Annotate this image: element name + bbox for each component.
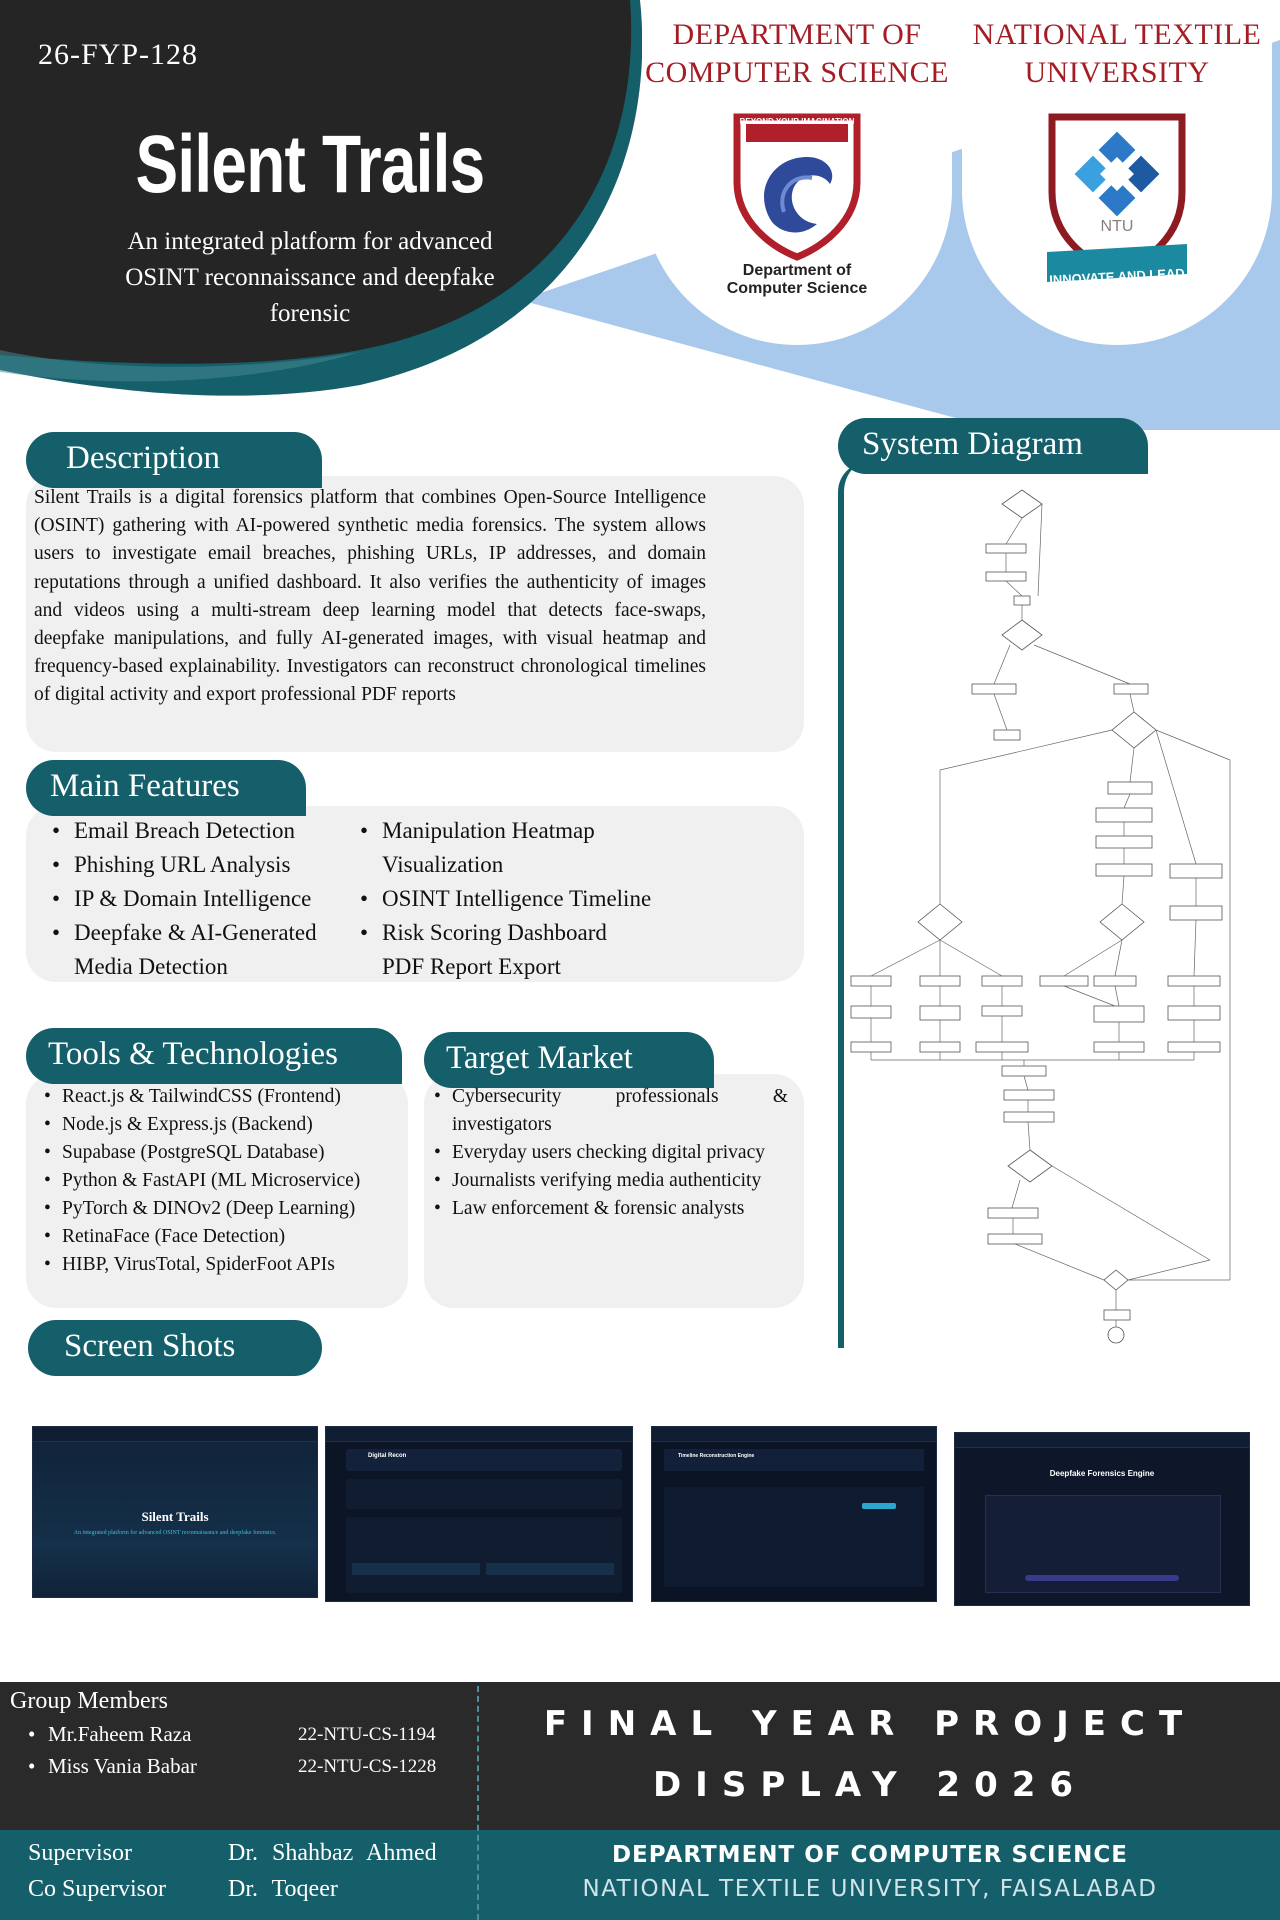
member-id: 22-NTU-CS-1194: [298, 1724, 436, 1745]
screenshot-row: [486, 1563, 614, 1575]
department-banner-text: BEYOND YOUR IMAGINATION: [739, 117, 855, 126]
description-heading: Description: [26, 432, 322, 488]
department-shield-icon: [733, 113, 861, 261]
project-code: 26-FYP-128: [38, 38, 199, 71]
screenshot-deepfake: Deepfake Forensics Engine: [954, 1432, 1250, 1606]
market-item: Journalists verifying media authenticity: [434, 1167, 788, 1195]
tool-item: Python & FastAPI (ML Microservice): [44, 1167, 404, 1195]
university-abbr: NTU: [1100, 218, 1134, 235]
supervisor-name: Dr. Shahbaz Ahmed: [228, 1840, 437, 1866]
diagram-panel: [838, 462, 1280, 1348]
footer-top-band: [0, 1682, 1280, 1830]
screenshot-home-subtitle: An integrated platform for advanced OSIN…: [73, 1530, 277, 1536]
poster-title: Silent Trails: [135, 119, 486, 210]
features-heading: Main Features: [26, 760, 306, 816]
market-item: Cybersecurity professionals & investigat…: [434, 1083, 788, 1139]
market-list: Cybersecurity professionals & investigat…: [434, 1083, 788, 1223]
university-shield-icon: [1047, 113, 1187, 282]
tool-item: HIBP, VirusTotal, SpiderFoot APIs: [44, 1251, 404, 1279]
feature-item: Phishing URL Analysis: [52, 848, 352, 882]
feature-item: Manipulation Heatmap Visualization: [360, 814, 700, 882]
footer-university: NATIONAL TEXTILE UNIVERSITY, FAISALABAD: [582, 1876, 1158, 1902]
tools-heading: Tools & Technologies: [26, 1028, 402, 1084]
university-heading: NATIONAL TEXTILE UNIVERSITY: [972, 18, 1262, 89]
screenshot-button: [1025, 1575, 1179, 1581]
description-panel: [26, 476, 804, 752]
features-list-left: Email Breach Detection Phishing URL Anal…: [52, 814, 352, 984]
screenshot-timeline-title: Timeline Reconstruction Engine: [678, 1453, 755, 1459]
tool-item: React.js & TailwindCSS (Frontend): [44, 1083, 404, 1111]
supervisor-label: Supervisor: [28, 1840, 132, 1866]
footer-bottom-band: [0, 1830, 1280, 1920]
poster-subtitle: An integrated platform for advanced OSIN…: [125, 228, 495, 327]
member-bullet: •: [28, 1754, 36, 1778]
member-name: Mr.Faheem Raza: [48, 1722, 192, 1746]
tool-item: Node.js & Express.js (Backend): [44, 1111, 404, 1139]
screenshot-nav-bar: [955, 1433, 1249, 1448]
department-heading: DEPARTMENT OF COMPUTER SCIENCE: [645, 18, 949, 89]
screenshot-nav-bar: [33, 1427, 317, 1442]
member-id: 22-NTU-CS-1228: [298, 1756, 437, 1777]
screenshot-recon-title: Digital Recon: [368, 1453, 407, 1459]
screenshot-home: Silent Trails An integrated platform for…: [32, 1426, 318, 1598]
market-item: Everyday users checking digital privacy: [434, 1139, 788, 1167]
diagram-heading: System Diagram: [838, 418, 1148, 474]
department-caption-line-2: Computer Science: [726, 280, 868, 297]
university-logo-card: NATIONAL TEXTILE UNIVERSITY NTU INNOVATE…: [962, 0, 1272, 345]
screenshot-card: [346, 1449, 622, 1471]
fyp-line-1: FINAL YEAR PROJECT: [543, 1704, 1197, 1744]
members-heading: Group Members: [10, 1688, 168, 1714]
screenshot-home-title: Silent Trails: [141, 1509, 209, 1524]
screenshot-card: [346, 1517, 622, 1593]
footer-divider: [477, 1686, 479, 1920]
fyp-line-2: DISPLAY 2026: [652, 1765, 1088, 1805]
tools-list: React.js & TailwindCSS (Frontend) Node.j…: [44, 1083, 404, 1279]
system-flowchart: [850, 489, 1231, 1344]
screenshot-card: [346, 1479, 622, 1509]
member-bullet: •: [28, 1722, 36, 1746]
screenshot-nav-bar: [326, 1427, 632, 1442]
co-supervisor-label: Co Supervisor: [28, 1876, 166, 1902]
market-heading: Target Market: [424, 1032, 714, 1088]
member-name: Miss Vania Babar: [48, 1754, 197, 1778]
department-caption-line-1: Department of: [742, 262, 852, 279]
department-logo-card: DEPARTMENT OF COMPUTER SCIENCE BEYOND YO…: [642, 0, 952, 345]
screenshot-timeline: Timeline Reconstruction Engine: [651, 1426, 937, 1602]
tool-item: Supabase (PostgreSQL Database): [44, 1139, 404, 1167]
features-list-right: Manipulation Heatmap Visualization OSINT…: [360, 814, 700, 950]
co-supervisor-name: Dr. Toqeer: [228, 1876, 338, 1902]
screenshot-deepfake-title: Deepfake Forensics Engine: [1049, 1469, 1155, 1478]
feature-item: Risk Scoring Dashboard: [360, 916, 700, 950]
feature-item: OSINT Intelligence Timeline: [360, 882, 700, 916]
feature-item: Deepfake & AI-Generated Media Detection: [52, 916, 352, 984]
feature-item: Email Breach Detection: [52, 814, 352, 848]
screenshots-heading: Screen Shots: [28, 1320, 322, 1376]
feature-item: IP & Domain Intelligence: [52, 882, 352, 916]
footer-department: DEPARTMENT OF COMPUTER SCIENCE: [611, 1842, 1129, 1868]
department-caption: Department of Computer Science: [642, 262, 952, 298]
tool-item: RetinaFace (Face Detection): [44, 1223, 404, 1251]
screenshot-nav-bar: [652, 1427, 936, 1442]
screenshot-card: [664, 1449, 924, 1471]
tool-item: PyTorch & DINOv2 (Deep Learning): [44, 1195, 404, 1223]
market-item: Law enforcement & forensic analysts: [434, 1195, 788, 1223]
screenshot-digital-recon: Digital Recon: [325, 1426, 633, 1602]
screenshot-card: [664, 1487, 924, 1587]
screenshot-button: [862, 1503, 896, 1509]
screenshot-row: [352, 1563, 480, 1575]
description-text: Silent Trails is a digital forensics pla…: [34, 487, 706, 706]
feature-item-pdf-export: PDF Report Export: [382, 954, 561, 979]
